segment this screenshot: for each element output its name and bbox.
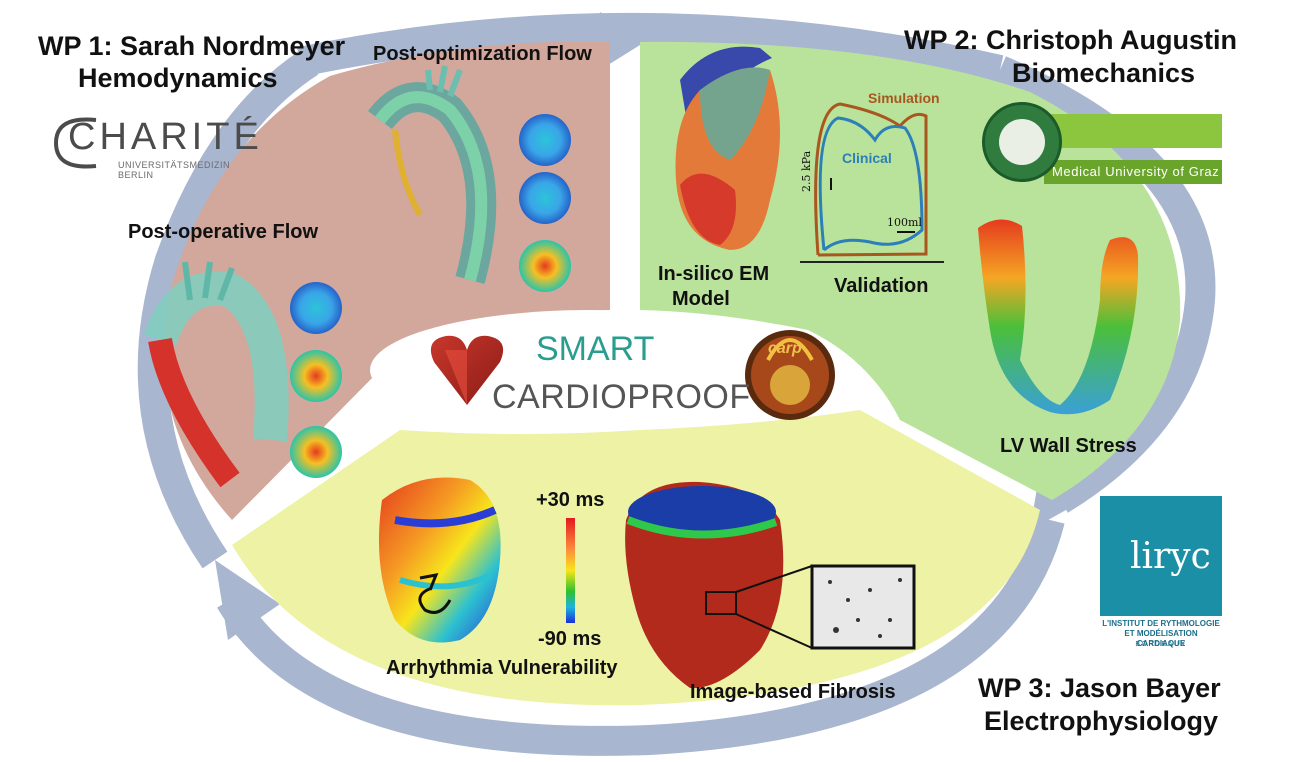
post-optimization-label: Post-optimization Flow [373, 43, 592, 65]
wp3-title: WP 3: Jason Bayer [978, 673, 1221, 703]
validation-label: Validation [834, 275, 929, 297]
fibrosis-label: Image-based Fibrosis [690, 681, 896, 703]
flow-disc [519, 114, 571, 166]
graz-logo-name-bar [1044, 160, 1222, 184]
simulation-curve [814, 102, 928, 257]
insilico-em-model-image [675, 46, 780, 250]
clinical-curve [818, 116, 924, 252]
post-optimization-aorta-image [368, 65, 497, 284]
liryc-line2-text: ET MODÉLISATION CARDIAQUE [1124, 629, 1198, 648]
activation-scale-bar [566, 518, 575, 623]
scale-top-label: +30 ms [536, 489, 605, 511]
graz-logo-bar [1044, 114, 1222, 148]
liryc-logo-box [1100, 496, 1222, 616]
wp1-subtitle: Hemodynamics [78, 63, 278, 93]
flow-disc [519, 240, 571, 292]
arrhythmia-label: Arrhythmia Vulnerability [386, 657, 618, 679]
reentry-arrow-icon [418, 573, 452, 614]
liryc-logo-word: liryc [1130, 536, 1211, 577]
insilico-label-line2: Model [672, 288, 730, 310]
wp1-title: WP 1: Sarah Nordmeyer [38, 31, 346, 61]
scale-bottom-label: -90 ms [538, 628, 602, 650]
insilico-label-line1: In-silico EM [658, 263, 770, 285]
charite-logo-subtext: UNIVERSITÄTSMEDIZIN BERLIN [118, 160, 231, 180]
graz-logo-text: Medical University of Graz [1052, 164, 1220, 179]
graz-seal-icon [982, 102, 1062, 182]
flow-disc [519, 172, 571, 224]
lv-wall-stress-label: LV Wall Stress [1000, 435, 1137, 457]
liryc-logo-line3: BORDEAUX [1135, 641, 1187, 648]
fibrosis-heart-image [625, 481, 916, 689]
arrhythmia-heart-image [378, 477, 501, 643]
ring-arc-top [296, 12, 1004, 85]
flow-disc [290, 350, 342, 402]
charite-c-icon [53, 117, 97, 169]
charite-logo: CHARITÉ UNIVERSITÄTSMEDIZIN BERLIN [44, 110, 259, 180]
simulation-legend: Simulation [868, 90, 940, 106]
carp-badge-text: carp [768, 340, 802, 357]
wp2-subtitle: Biomechanics [1012, 58, 1196, 88]
ring-arc-left [137, 49, 319, 569]
ring-arrowhead-bottom [215, 560, 280, 640]
kpa-scale-label: 2.5 kPa [800, 150, 813, 192]
ring-arc-bottom [217, 516, 1065, 756]
carp-badge-icon [745, 330, 835, 420]
pv-loop-chart [800, 102, 944, 263]
fibrosis-focus-box [705, 591, 737, 615]
smart-title: SMART [536, 330, 655, 368]
cardioproof-title: CARDIOPROOF [492, 378, 751, 416]
post-operative-aorta-image [143, 261, 289, 488]
post-optimization-disc-stack [519, 114, 571, 292]
post-operative-disc-stack [290, 282, 342, 478]
post-operative-label: Post-operative Flow [128, 221, 319, 243]
heart-facet [445, 350, 467, 405]
clinical-legend: Clinical [842, 150, 892, 166]
flow-disc [290, 282, 342, 334]
ring-arrowhead-top [600, 12, 648, 70]
medical-university-graz-logo: Medical University of Graz [978, 98, 1222, 186]
flow-disc [290, 426, 342, 478]
wp2-title: WP 2: Christoph Augustin [904, 25, 1237, 55]
fibrosis-zoom-inset [810, 564, 916, 650]
wp3-subtitle: Electrophysiology [984, 706, 1219, 736]
liryc-line1-text: L'INSTITUT DE RYTHMOLOGIE [1102, 619, 1220, 628]
lv-wall-stress-image [978, 219, 1139, 415]
ml-scale-label: 100ml [887, 216, 922, 229]
charite-logo-text: CHARITÉ [68, 116, 263, 158]
